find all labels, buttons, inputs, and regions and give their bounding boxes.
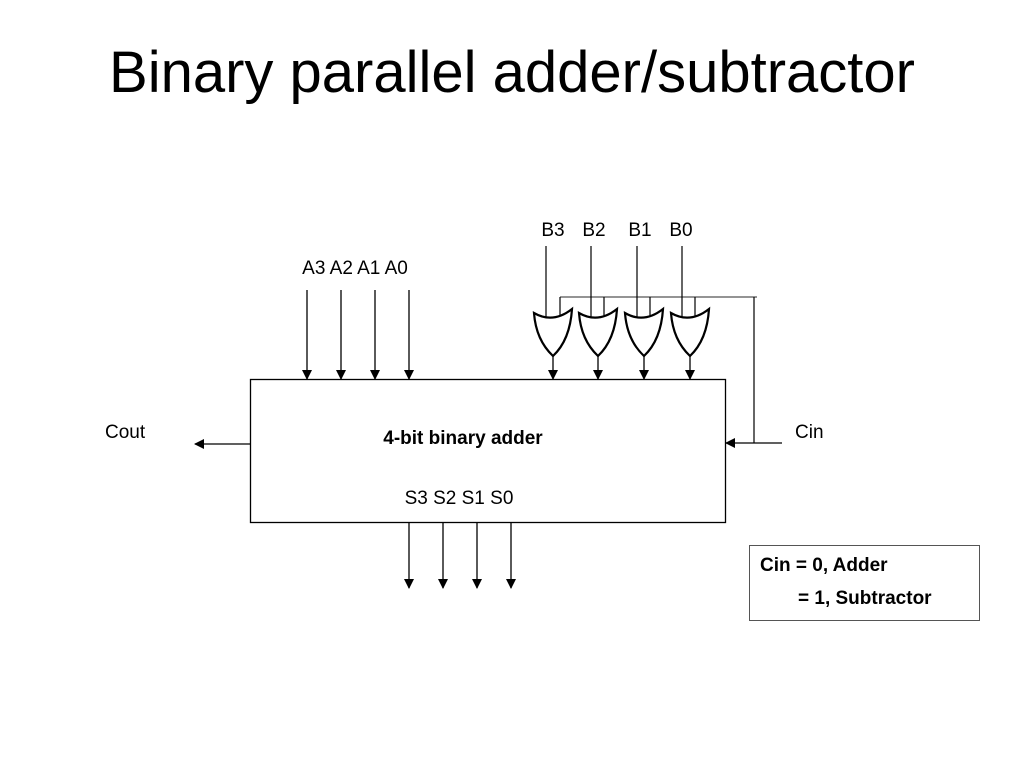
xor-gate-1 — [623, 306, 665, 380]
a-inputs-label: A3 A2 A1 A0 — [302, 258, 408, 279]
xor-gate-3 — [532, 306, 574, 380]
sum-outputs-label: S3 S2 S1 S0 — [405, 488, 514, 509]
adder-block-label: 4-bit binary adder — [383, 428, 543, 449]
b1-label: B1 — [628, 220, 651, 241]
b-input-wires — [545, 246, 683, 317]
b0-label: B0 — [669, 220, 692, 241]
mode-note-box: Cin = 0, Adder = 1, Subtractor — [749, 545, 980, 621]
b2-label: B2 — [582, 220, 605, 241]
adder-block — [249, 378, 727, 524]
control-bus — [559, 296, 757, 443]
a-input-wires — [302, 290, 414, 380]
carry-in-label: Cin — [795, 422, 824, 443]
slide-title: Binary parallel adder/subtractor — [109, 40, 915, 105]
xor-gate-0 — [669, 306, 711, 380]
carry-out-label: Cout — [105, 422, 146, 443]
b3-label: B3 — [541, 220, 564, 241]
mode-note-subtractor: = 1, Subtractor — [798, 588, 932, 609]
sum-output-wires — [404, 523, 516, 589]
mode-note-adder: Cin = 0, Adder — [760, 555, 888, 576]
xor-gate-2 — [577, 306, 619, 380]
